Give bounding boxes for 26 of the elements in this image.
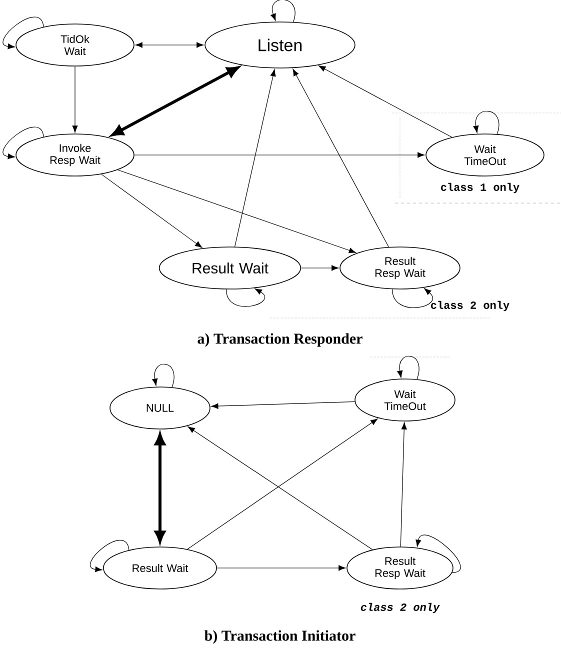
arrow <box>216 565 346 571</box>
arrow <box>292 68 389 248</box>
loop-arrow <box>416 534 461 573</box>
loop-arrow <box>2 126 44 160</box>
note-label: class 2 only <box>430 300 510 312</box>
loop-arrow <box>2 16 44 50</box>
loop-arrow <box>397 356 420 380</box>
arrow <box>101 174 202 248</box>
arrow <box>300 265 339 271</box>
loop-arrow <box>270 0 296 22</box>
caption: b) Transaction Initiator <box>204 630 356 644</box>
arrow <box>318 66 452 138</box>
arrow <box>72 66 78 133</box>
loop-arrow <box>90 540 130 572</box>
arrow <box>134 152 425 158</box>
arrow <box>400 422 407 547</box>
loop-arrow <box>152 364 174 388</box>
loop-arrow <box>473 110 500 134</box>
arrow <box>234 69 276 247</box>
arrow <box>117 170 356 254</box>
caption: a) Transaction Responder <box>198 333 362 347</box>
loop-arrow <box>392 288 433 308</box>
loop-arrow <box>226 288 266 307</box>
arrow <box>135 42 204 48</box>
note-label: class 2 only <box>360 602 440 614</box>
arrow <box>211 401 356 409</box>
